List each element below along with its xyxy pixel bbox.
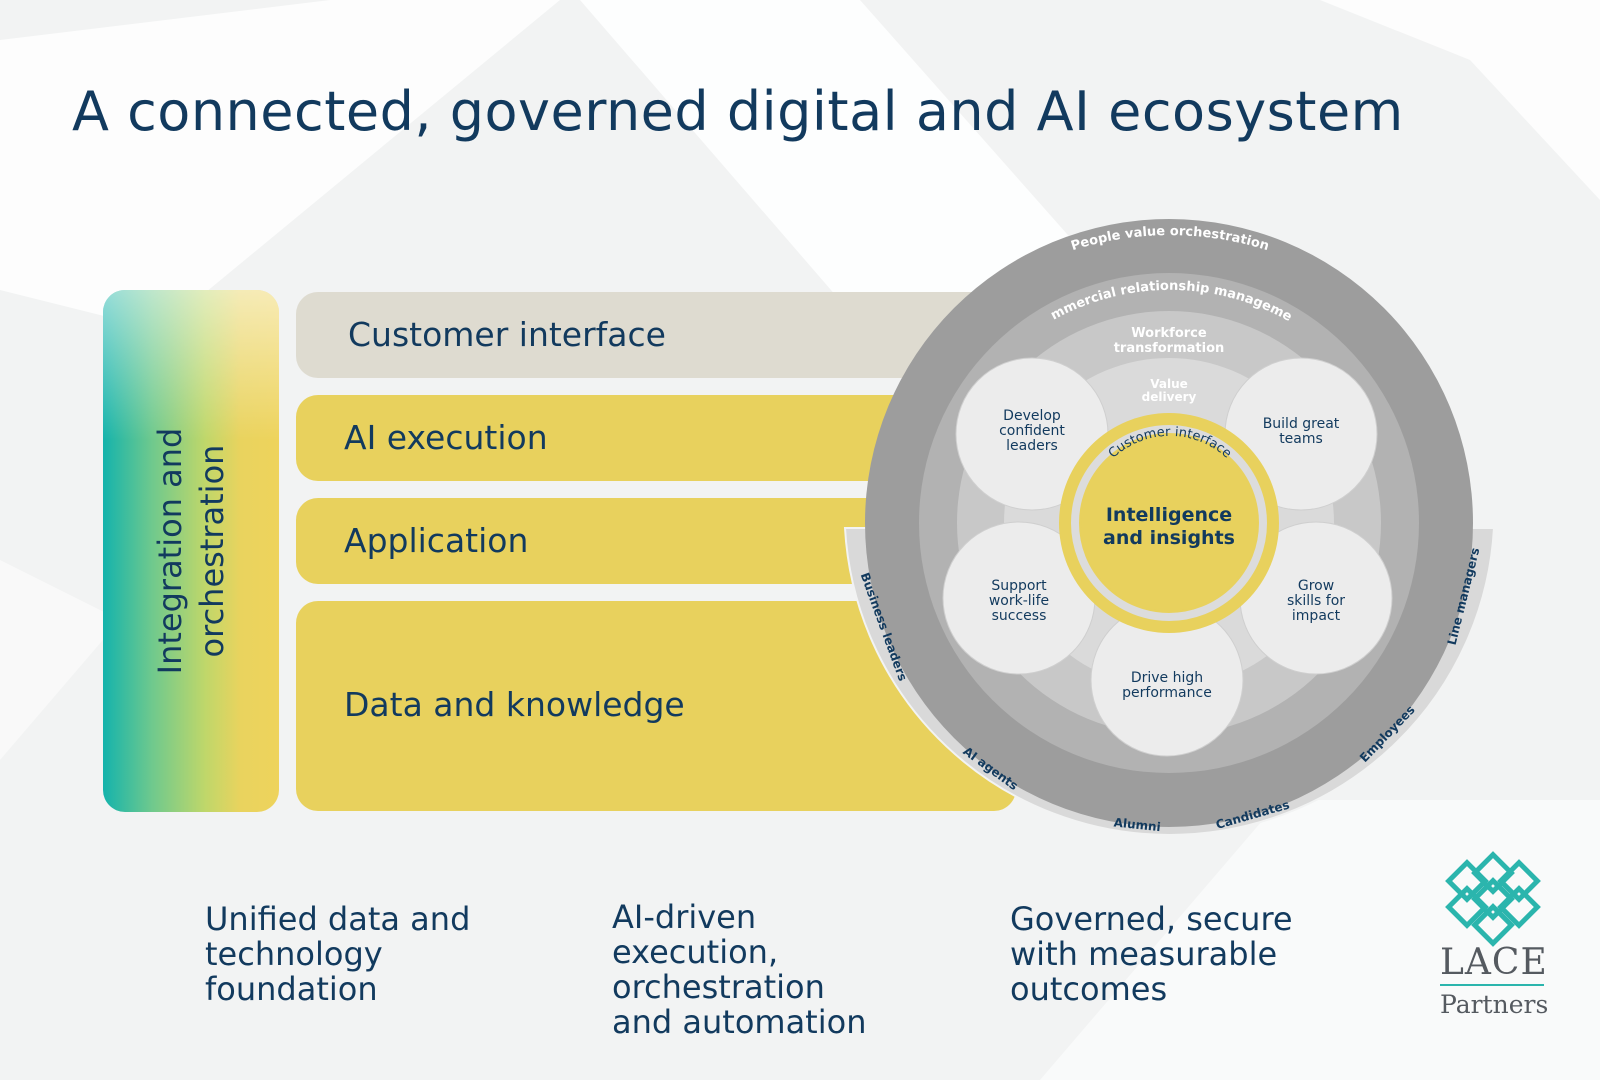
ring3-label-line1: Workforce	[1131, 326, 1207, 341]
petal-label: Grow	[1298, 578, 1334, 594]
caption-governed: Governed, secure with measurable outcome…	[1010, 900, 1293, 1008]
page-title: A connected, governed digital and AI eco…	[72, 80, 1404, 143]
logo-name: LACE	[1440, 942, 1548, 983]
petal-label: Develop	[1003, 408, 1061, 424]
petal-label: work-life	[989, 593, 1049, 609]
core-ring	[1071, 425, 1267, 621]
layer-label: Application	[344, 521, 529, 560]
core-label-line2: and insights	[1103, 527, 1235, 549]
ring4-label-line2: delivery	[1142, 390, 1197, 404]
petal-label: impact	[1292, 608, 1341, 624]
integration-orchestration-bar	[103, 290, 279, 812]
petal-label: Build great	[1263, 416, 1340, 432]
audience-label: Alumni	[1113, 815, 1161, 834]
petal-label: teams	[1279, 431, 1323, 447]
petal-label: Support	[991, 578, 1047, 594]
ring4-label-line1: Value	[1150, 377, 1188, 391]
petal-label: success	[992, 608, 1047, 624]
petal-label: skills for	[1287, 593, 1345, 609]
logo-sub: Partners	[1440, 990, 1549, 1019]
petal-label: leaders	[1006, 438, 1058, 454]
petal-label: performance	[1122, 685, 1212, 701]
layer-label: Data and knowledge	[344, 685, 685, 724]
petal-label: confident	[999, 423, 1065, 439]
lace-knot-icon	[1445, 851, 1541, 947]
layer-customer-interface: Customer interface	[296, 292, 1016, 378]
petal-label: Drive high	[1131, 670, 1203, 686]
ring3-label-line2: transformation	[1114, 341, 1225, 356]
caption-unified-data: Unified data and technology foundation	[205, 900, 471, 1008]
layer-label: AI execution	[344, 418, 548, 457]
petals	[942, 357, 1393, 757]
core-label-line1: Intelligence	[1106, 504, 1232, 526]
layer-label: Customer interface	[348, 315, 666, 354]
caption-ai-driven: AI-driven execution, orchestration and a…	[612, 898, 867, 1041]
logo-divider	[1440, 984, 1544, 986]
